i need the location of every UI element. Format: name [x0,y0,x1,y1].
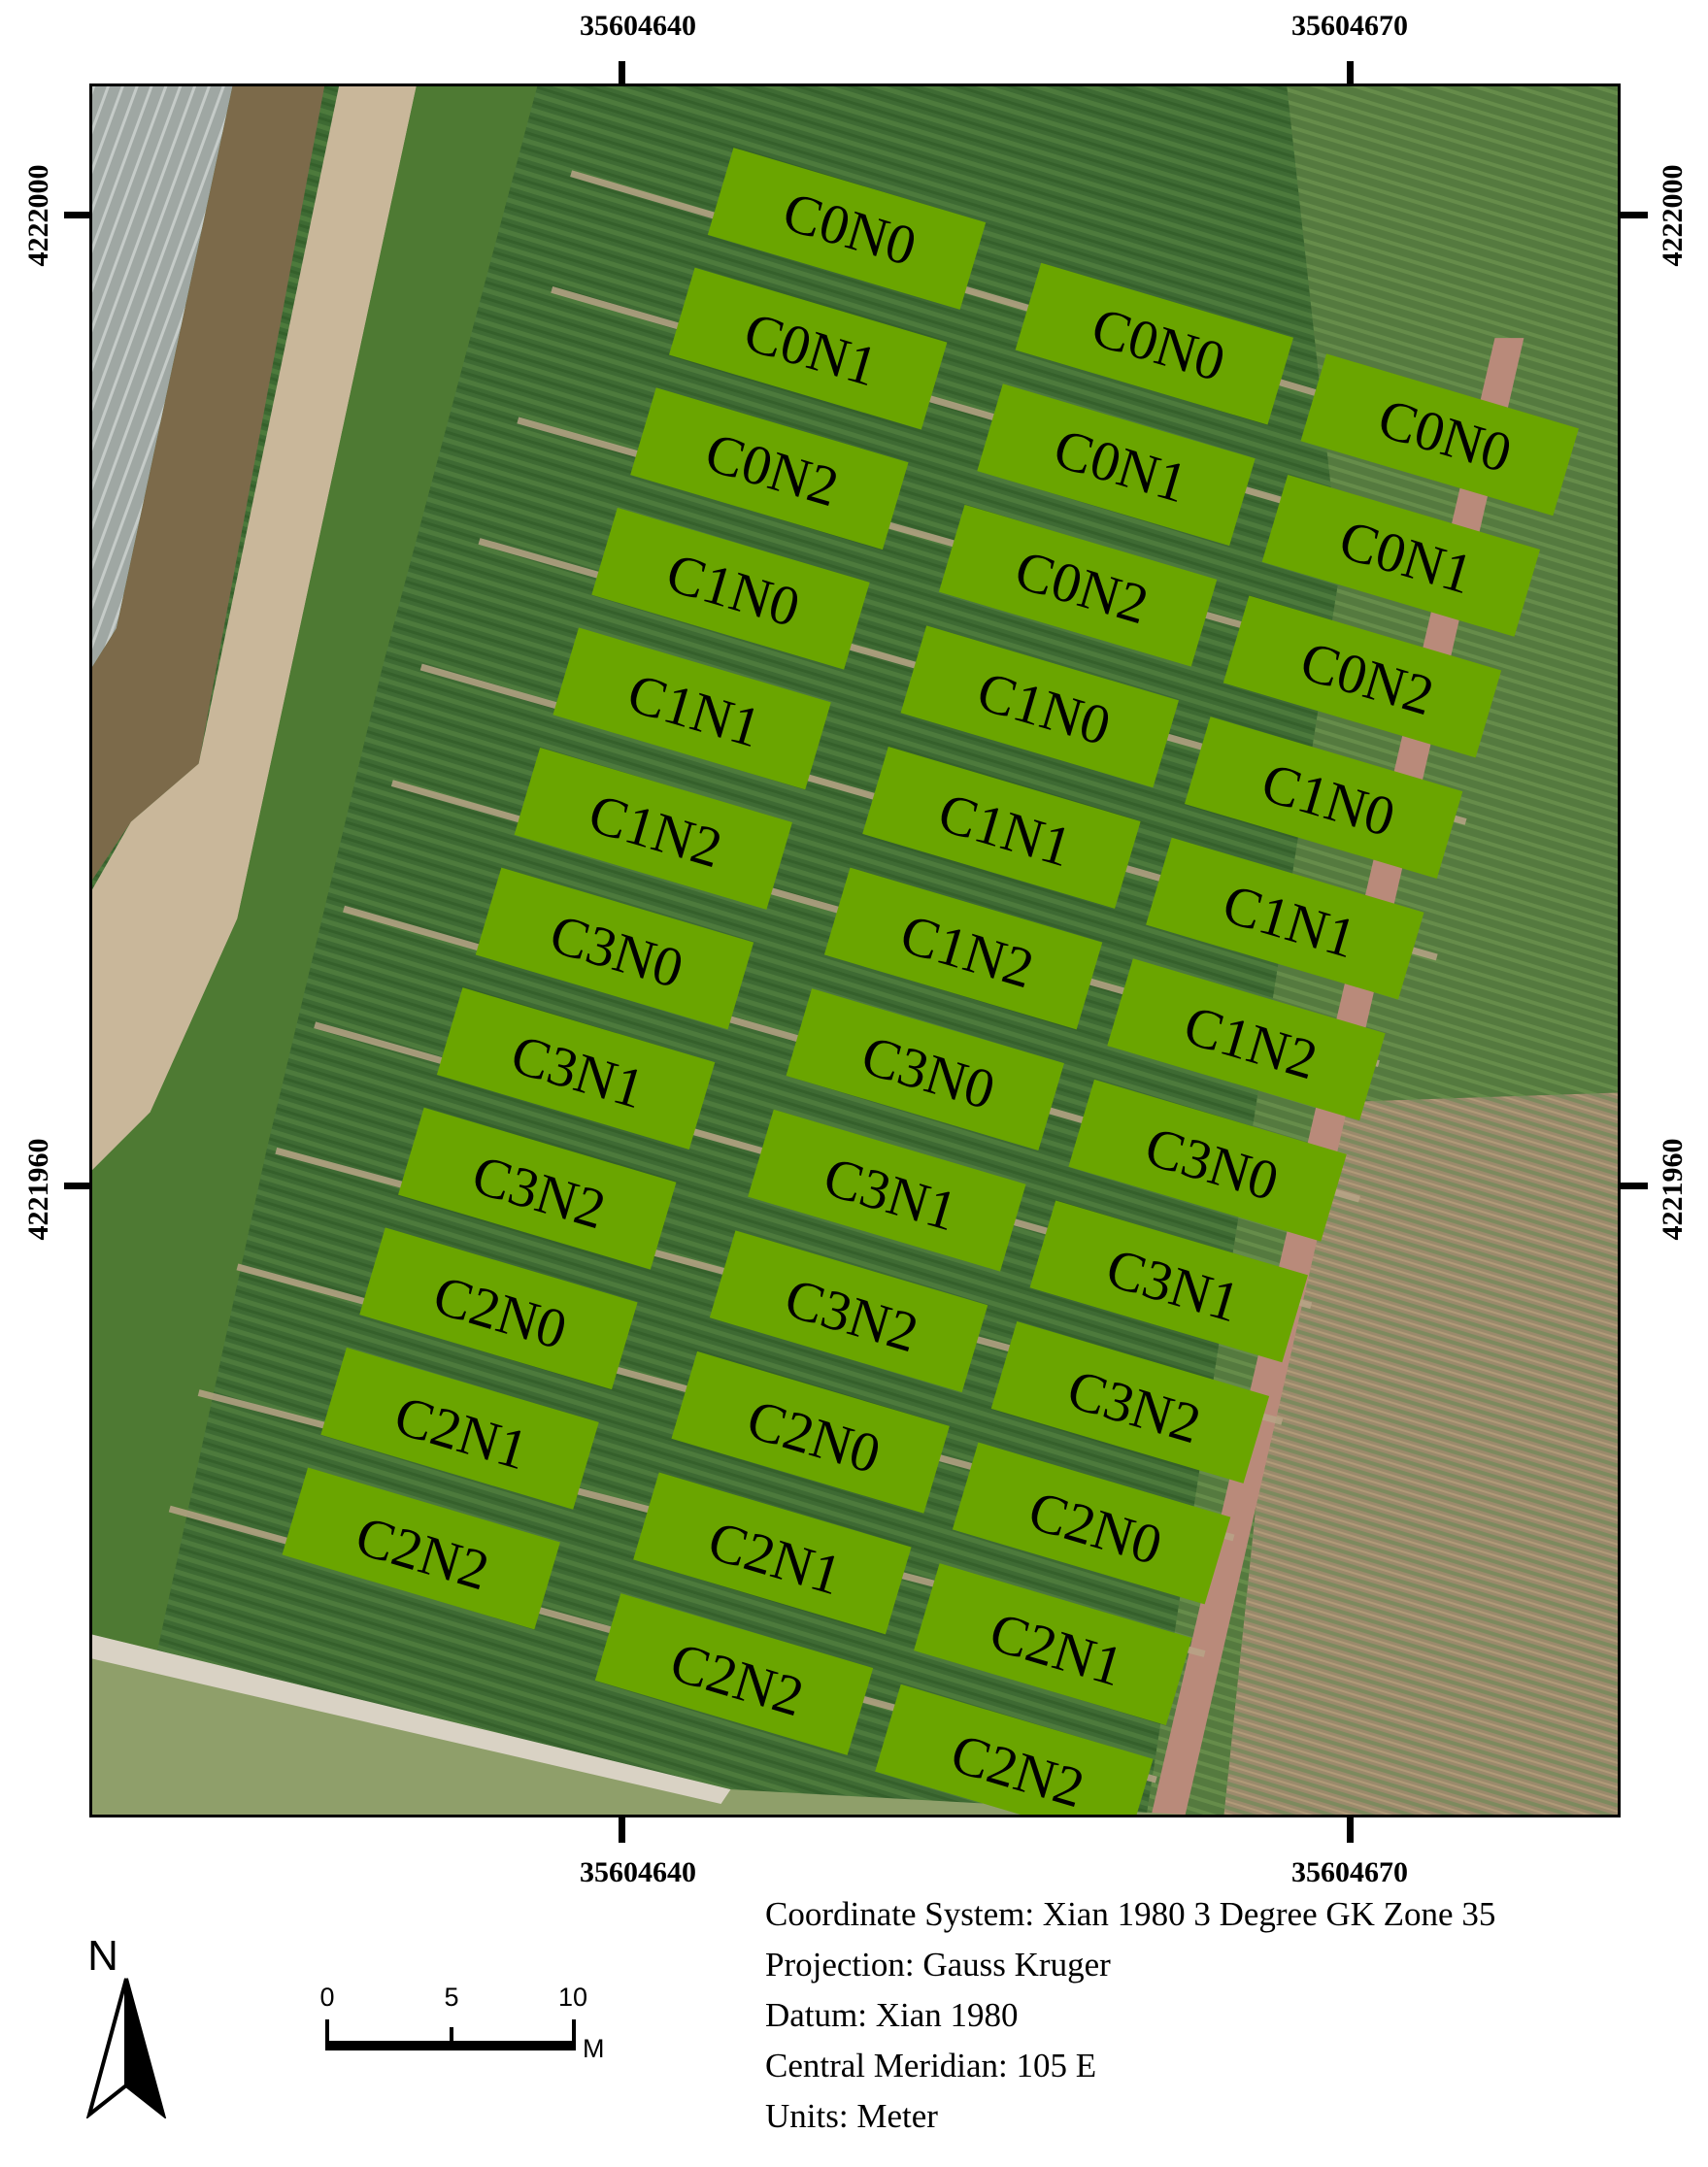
easting-bottom-label-1: 35604640 [580,1856,696,1888]
plot-rect [398,1107,677,1270]
plot-rect [938,504,1218,667]
northing-left-label-2: 4221960 [22,1138,54,1241]
map-info: Coordinate System: Xian 1980 3 Degree GK… [765,1889,1495,2142]
plot-rect [630,387,909,550]
info-units: Units: Meter [765,2097,938,2135]
easting-bottom-label-2: 35604670 [1291,1856,1408,1888]
plot-rect [1146,837,1424,1000]
plot-rect [900,625,1179,788]
tick-bottom-1 [619,1817,625,1843]
plot-rect [1068,1079,1347,1242]
info-datum: Datum: Xian 1980 [765,1996,1019,2034]
plot-rect [786,988,1064,1150]
tick-right-2 [1621,1183,1648,1189]
scale-bar [325,2019,576,2050]
northing-right-label-1: 4222000 [1657,164,1689,267]
plot-rect [823,867,1103,1030]
scale-label-0: 0 [319,1983,335,2012]
plot-rect [1184,717,1463,879]
plot-rect [1222,595,1502,758]
info-coordinate-system: Coordinate System: Xian 1980 3 Degree GK… [765,1895,1496,1933]
tick-left-1 [64,212,91,218]
aerial-map [92,86,1618,1815]
plot-rect [475,867,754,1030]
plot-rect [952,1442,1231,1605]
plot-rect [282,1467,560,1630]
northing-left-label-1: 4222000 [22,164,54,267]
plot-rect [977,383,1256,547]
plot-rect [1029,1200,1308,1363]
info-central-meridian: Central Meridian: 105 E [765,2047,1097,2084]
plot-rect [594,1593,874,1755]
plot-rect [1107,958,1386,1121]
plot-rect [514,748,792,910]
north-arrow-icon [85,1978,167,2118]
plot-rect [553,627,831,790]
plot-rect [707,148,987,310]
easting-top-label-1: 35604640 [580,10,696,42]
plot-rect [862,747,1141,909]
tick-bottom-2 [1347,1817,1354,1843]
tick-right-1 [1621,212,1648,218]
plot-rect [591,507,870,670]
plot-rect [875,1684,1154,1815]
plot-rect [1261,474,1541,637]
plot-rect [668,267,948,430]
tick-top-1 [619,61,625,86]
info-projection: Projection: Gauss Kruger [765,1946,1111,1984]
plot-rect [320,1347,599,1510]
scale-label-5: 5 [444,1983,459,2012]
plot-rect [748,1109,1026,1272]
scale-unit: M [583,2034,605,2063]
plot-rect [709,1230,988,1393]
plot-rect [1015,262,1294,425]
plot-rect [359,1227,638,1390]
plot-rect [1300,353,1579,517]
northing-right-label-2: 4221960 [1657,1138,1689,1241]
tick-left-2 [64,1183,91,1189]
plot-rect [914,1563,1192,1726]
plot-rect [436,987,716,1150]
plot-rect [990,1321,1270,1484]
plot-rect [671,1350,950,1514]
tick-top-2 [1347,61,1354,86]
north-label: N [87,1932,118,1980]
plot-rect [633,1472,912,1635]
easting-top-label-2: 35604670 [1291,10,1408,42]
scale-label-10: 10 [557,1983,588,2012]
